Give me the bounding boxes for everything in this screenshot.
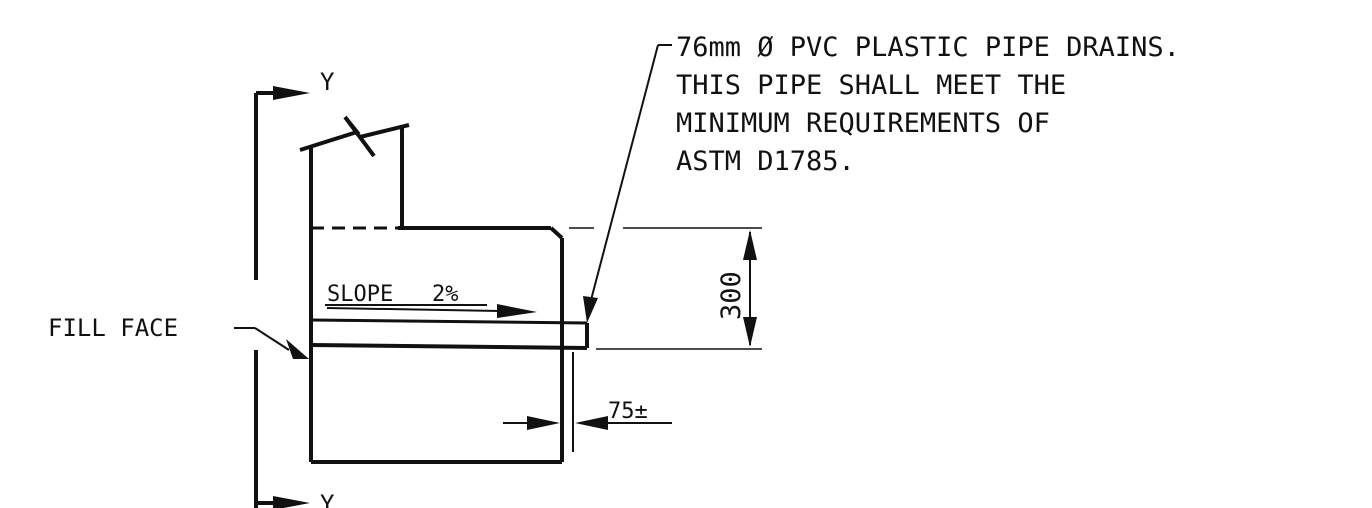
footing-block xyxy=(311,226,564,464)
callout-line-1: 76mm Ø PVC PLASTIC PIPE DRAINS. xyxy=(676,32,1180,63)
break-line-symbol xyxy=(299,115,410,158)
wall-stem xyxy=(299,115,410,462)
section-cut-line: Y Y xyxy=(254,68,335,508)
section-mark-top: Y xyxy=(320,68,335,96)
callout-line-4: ASTM D1785. xyxy=(676,146,855,177)
height-dimension: 300 xyxy=(569,227,762,350)
callout-leader-line xyxy=(590,44,659,301)
slope-annotation: SLOPE 2% xyxy=(325,282,537,318)
section-mark-bottom: Y xyxy=(320,490,335,508)
section-arrow-bottom-head xyxy=(273,496,310,508)
fill-face-leader-arrow xyxy=(286,339,309,359)
pipe-top-edge xyxy=(310,318,588,325)
pvc-pipe-drain xyxy=(310,318,589,350)
fill-face-label: FILL FACE xyxy=(48,314,178,342)
projection-arrow-right xyxy=(575,416,608,430)
projection-arrow-left xyxy=(527,416,560,430)
slope-arrow-head xyxy=(497,304,537,318)
callout-line-3: MINIMUM REQUIREMENTS OF xyxy=(676,108,1050,139)
fill-face-leader-diagonal xyxy=(254,327,290,351)
callout-line-2: THIS PIPE SHALL MEET THE xyxy=(676,70,1066,101)
height-arrow-top xyxy=(743,230,757,260)
fill-face-callout: FILL FACE xyxy=(48,314,309,359)
slope-arrow-shaft xyxy=(326,307,501,312)
pipe-bottom-edge xyxy=(310,343,588,350)
callout-leader-arrow xyxy=(583,296,598,323)
slope-value: 2% xyxy=(432,282,459,307)
projection-dimension-value: 75± xyxy=(608,399,648,424)
pipe-callout-note: 76mm Ø PVC PLASTIC PIPE DRAINS. THIS PIP… xyxy=(676,32,1180,177)
pipe-callout-leader xyxy=(583,44,672,323)
footing-chamfer xyxy=(549,226,564,240)
height-dimension-value: 300 xyxy=(716,271,747,320)
height-arrow-bottom xyxy=(743,317,757,347)
projection-dimension: 75± xyxy=(503,352,672,452)
section-arrow-top-head xyxy=(273,86,310,100)
slope-label: SLOPE xyxy=(327,282,393,307)
